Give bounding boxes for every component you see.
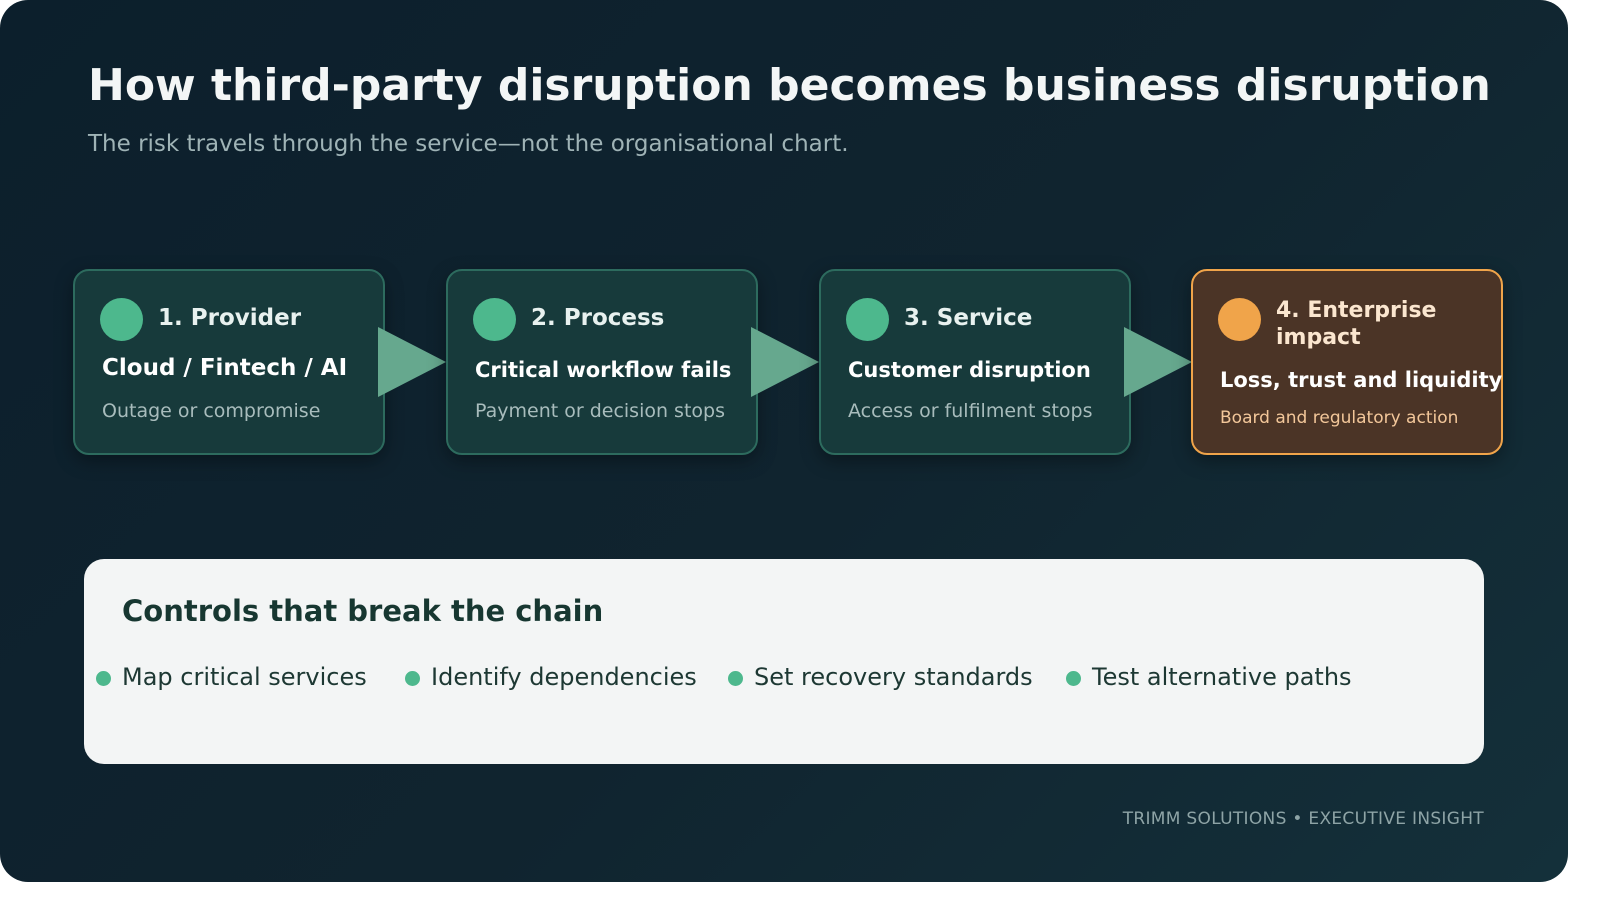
step-process: 2. Process Critical workflow fails Payme… <box>446 269 758 455</box>
page-subtitle: The risk travels through the service—not… <box>88 131 849 157</box>
bullet-icon <box>728 671 743 686</box>
step-marker-icon <box>1218 298 1261 341</box>
step-detail: Board and regulatory action <box>1220 408 1459 428</box>
step-label: 3. Service <box>904 305 1033 331</box>
bullet-icon <box>96 671 111 686</box>
arrow-right-icon <box>378 327 446 397</box>
step-marker-icon <box>473 298 516 341</box>
step-headline: Critical workflow fails <box>475 358 732 382</box>
step-provider: 1. Provider Cloud / Fintech / AI Outage … <box>73 269 385 455</box>
step-marker-icon <box>100 298 143 341</box>
controls-title: Controls that break the chain <box>122 594 604 628</box>
control-item: Test alternative paths <box>1092 663 1352 691</box>
control-item: Identify dependencies <box>431 663 697 691</box>
footer-brand: TRIMM SOLUTIONS • EXECUTIVE INSIGHT <box>1122 809 1484 829</box>
arrow-right-icon <box>751 327 819 397</box>
step-marker-icon <box>846 298 889 341</box>
slide-canvas: How third-party disruption becomes busin… <box>0 0 1568 882</box>
bullet-icon <box>1066 671 1081 686</box>
step-headline: Customer disruption <box>848 358 1091 382</box>
control-item: Map critical services <box>122 663 367 691</box>
step-headline: Cloud / Fintech / AI <box>102 355 348 381</box>
step-label: 1. Provider <box>158 305 302 331</box>
step-enterprise-impact: 4. Enterprise impact Loss, trust and liq… <box>1191 269 1503 455</box>
control-item: Set recovery standards <box>754 663 1033 691</box>
bullet-icon <box>405 671 420 686</box>
step-detail: Access or fulfilment stops <box>848 400 1093 422</box>
arrow-right-icon <box>1124 327 1192 397</box>
step-detail: Outage or compromise <box>102 400 321 422</box>
step-label: 2. Process <box>531 305 665 331</box>
step-label: 4. Enterprise impact <box>1276 298 1437 350</box>
page-title: How third-party disruption becomes busin… <box>88 60 1491 111</box>
step-service: 3. Service Customer disruption Access or… <box>819 269 1131 455</box>
step-headline: Loss, trust and liquidity <box>1220 368 1503 392</box>
controls-panel: Controls that break the chain Map critic… <box>84 559 1484 764</box>
step-detail: Payment or decision stops <box>475 400 725 422</box>
